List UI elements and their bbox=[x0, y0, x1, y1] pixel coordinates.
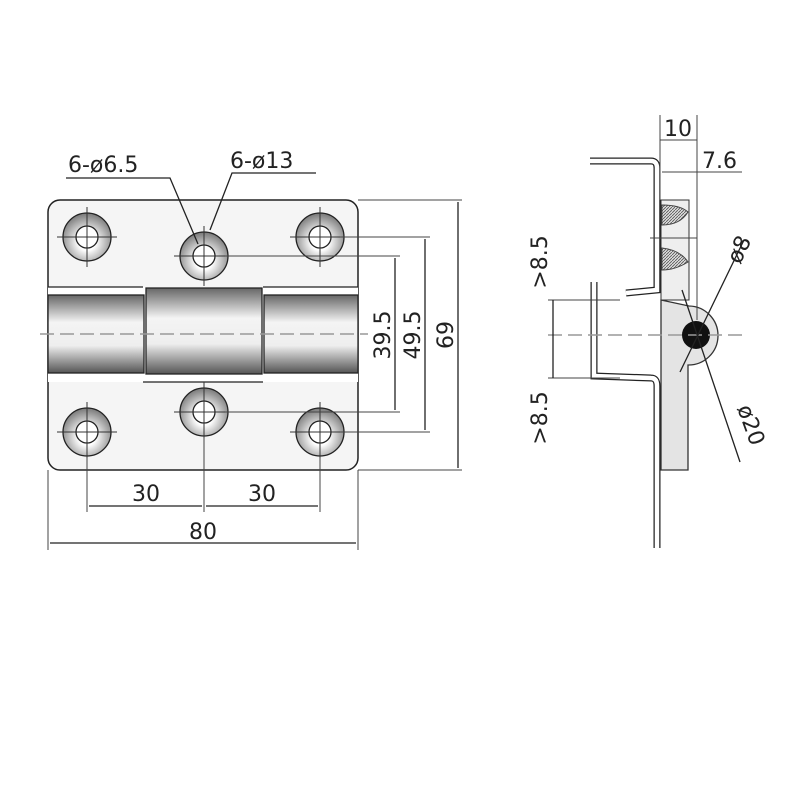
pin-diameter-dimension: ø8 bbox=[723, 232, 757, 267]
mounting-holes bbox=[57, 207, 350, 462]
mounting-hole bbox=[57, 402, 117, 462]
mounting-hole bbox=[174, 226, 234, 286]
hole-callout-leader bbox=[66, 177, 199, 245]
upper-clearance-dimension: >8.5 bbox=[528, 235, 553, 288]
knuckle-diameter-leader bbox=[681, 289, 741, 463]
right-pitch-dimension: 30 bbox=[248, 482, 276, 507]
knuckle-diameter-dimension: ø20 bbox=[731, 402, 769, 450]
mounting-hole bbox=[174, 382, 234, 442]
thickness-dimension: 10 bbox=[664, 117, 692, 142]
front-view: 69 49.5 39.5 30 30 80 6-ø6.5 6-ø13 bbox=[40, 149, 462, 550]
lower-clearance-dimension: >8.5 bbox=[528, 391, 553, 444]
counterbore-callout-leader bbox=[209, 172, 316, 231]
height-dimension: 69 bbox=[434, 321, 459, 349]
lower-leaf bbox=[590, 282, 661, 548]
mounting-hole bbox=[57, 207, 117, 267]
pin-diameter-leader bbox=[679, 239, 745, 373]
side-view: 10 7.6 >8.5 >8.5 ø8 ø20 bbox=[528, 115, 769, 548]
side-dimension-lines bbox=[548, 115, 742, 379]
leaf-offset-dimension: 7.6 bbox=[702, 149, 737, 174]
plate-cutout-edge bbox=[48, 286, 358, 383]
extension-lines-bottom bbox=[47, 438, 359, 550]
counterbore-callout: 6-ø13 bbox=[230, 149, 293, 174]
width-dimension: 80 bbox=[189, 520, 217, 545]
hatched-section bbox=[661, 204, 689, 271]
upper-leaf bbox=[590, 157, 661, 297]
inner-hole-spacing-dimension: 39.5 bbox=[371, 311, 396, 360]
left-pitch-dimension: 30 bbox=[132, 482, 160, 507]
extension-lines-right bbox=[225, 199, 462, 471]
mounting-hole bbox=[290, 207, 350, 267]
outer-hole-spacing-dimension: 49.5 bbox=[401, 311, 426, 360]
knuckle-middle bbox=[145, 287, 263, 375]
hole-callout: 6-ø6.5 bbox=[68, 153, 138, 178]
